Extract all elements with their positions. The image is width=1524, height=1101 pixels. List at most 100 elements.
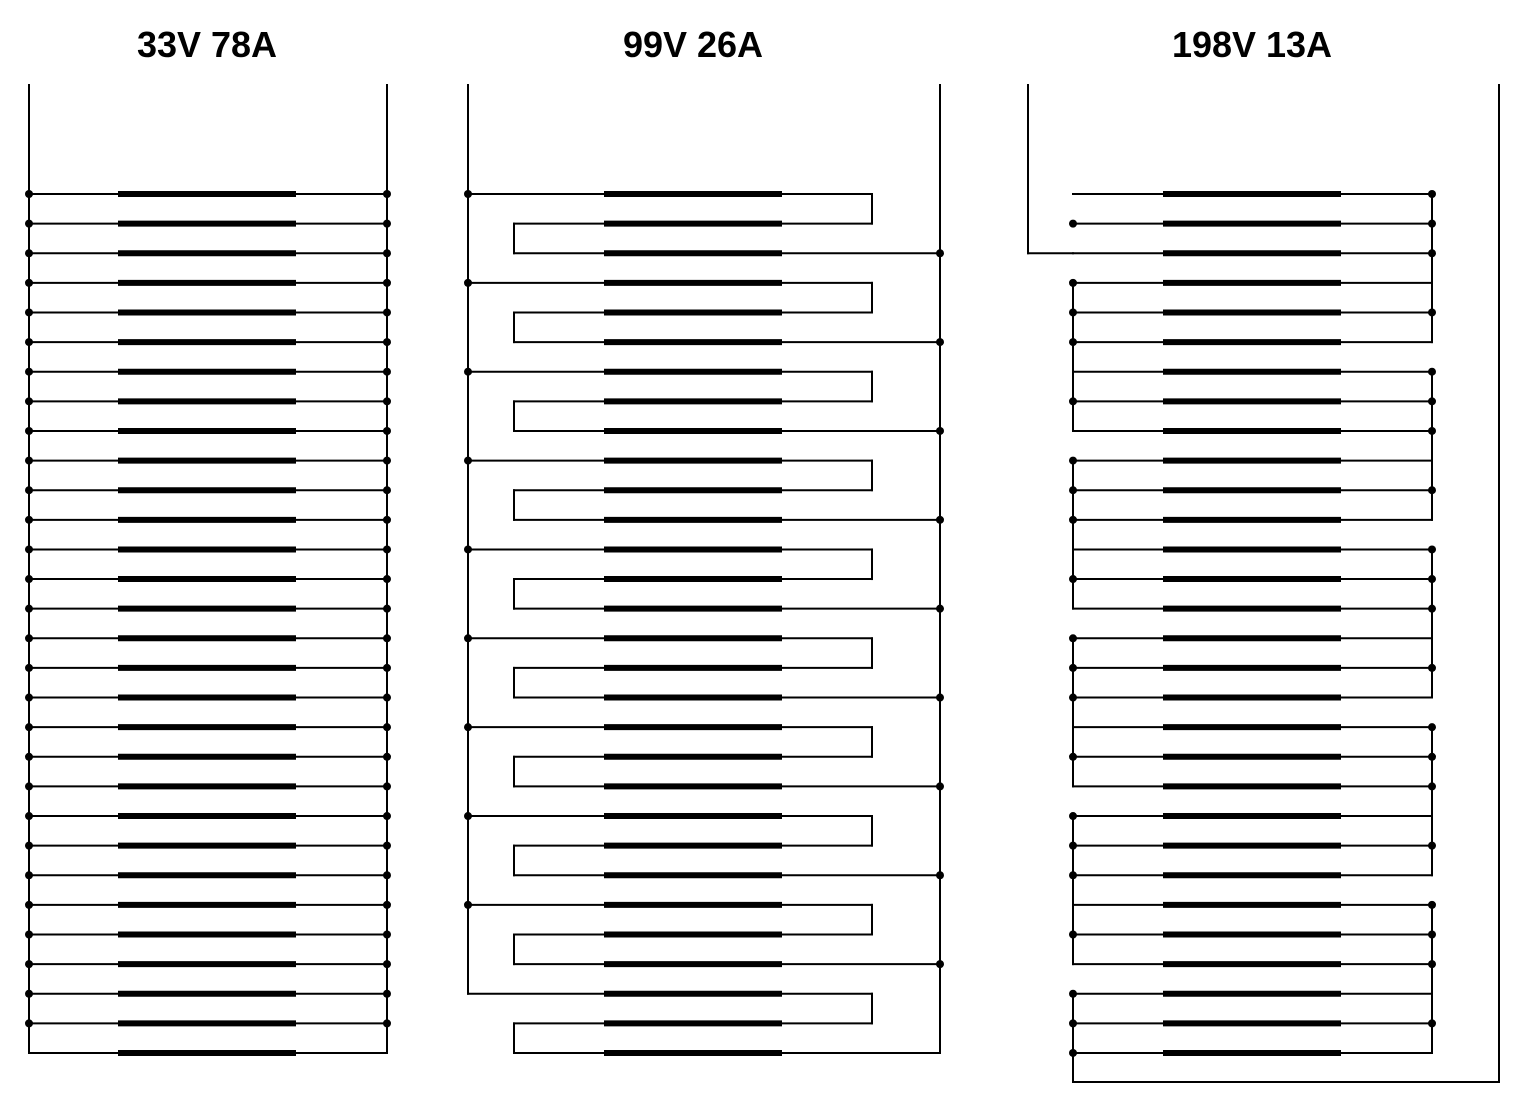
right-node-15 (383, 634, 391, 643)
right-node-7 (383, 397, 391, 406)
block-2-left-node (1069, 397, 1077, 406)
nodes-99v (464, 190, 944, 969)
left-node-5 (25, 338, 33, 347)
left-node-7 (464, 812, 472, 821)
left-node-6 (25, 367, 33, 376)
block-3-bottom-node (1069, 515, 1077, 524)
left-node-1 (25, 219, 33, 228)
block-4-top-node (1428, 545, 1436, 554)
right-node-13 (383, 575, 391, 584)
left-node-6 (464, 723, 472, 732)
config-198v-13a: 198V 13A (1027, 24, 1500, 1083)
right-node-4 (383, 308, 391, 317)
right-node-9 (383, 456, 391, 465)
right-node-0 (383, 190, 391, 198)
left-node-3 (25, 278, 33, 287)
block-9-bottom-node (1069, 1048, 1077, 1057)
block-4-left-node (1069, 575, 1077, 584)
left-node-15 (25, 634, 33, 643)
block-5-top-node (1069, 634, 1077, 643)
config-99v-26a: 99V 26A (464, 24, 944, 1056)
left-node-8 (464, 900, 472, 909)
left-node-16 (25, 663, 33, 672)
left-node-17 (25, 693, 33, 702)
right-node-2 (383, 249, 391, 258)
left-node-14 (25, 604, 33, 613)
nodes-198v (1069, 190, 1436, 1057)
block-6-right-node (1428, 752, 1436, 761)
right-node-22 (383, 841, 391, 850)
right-node-0 (936, 249, 944, 258)
right-node-8 (936, 960, 944, 969)
left-node-0 (464, 190, 472, 198)
config-title-198v: 198V 13A (1172, 24, 1332, 65)
left-node-24 (25, 900, 33, 909)
config-33v-78a: 33V 78A (25, 24, 391, 1056)
block-5-left-node (1069, 663, 1077, 672)
right-node-25 (383, 930, 391, 939)
right-node-7 (936, 871, 944, 880)
right-node-5 (383, 338, 391, 347)
left-node-13 (25, 575, 33, 584)
cells-198v (1163, 191, 1341, 1056)
block-9-left-node (1069, 1019, 1077, 1028)
block-6-top-node (1428, 723, 1436, 732)
right-node-4 (936, 604, 944, 613)
block-0-right-node (1428, 219, 1436, 228)
right-node-19 (383, 752, 391, 761)
right-node-16 (383, 663, 391, 672)
block-1-bottom-node (1069, 338, 1077, 347)
block-0-left-node (1069, 219, 1077, 228)
cells-99v (604, 191, 782, 1056)
right-node-21 (383, 812, 391, 821)
block-1-right-node (1428, 308, 1436, 317)
block-3-top-node (1069, 456, 1077, 465)
left-node-23 (25, 871, 33, 880)
right-node-20 (383, 782, 391, 791)
left-node-21 (25, 812, 33, 821)
block-5-bottom-node (1069, 693, 1077, 702)
block-8-bottom-node (1428, 960, 1436, 969)
left-node-1 (464, 278, 472, 287)
right-node-6 (936, 782, 944, 791)
left-node-28 (25, 1019, 33, 1028)
block-1-top-node (1069, 278, 1077, 287)
right-node-26 (383, 960, 391, 969)
left-node-19 (25, 752, 33, 761)
block-9-top-node (1069, 989, 1077, 998)
block-9-right-node (1428, 1019, 1436, 1028)
left-node-9 (25, 456, 33, 465)
block-1-left-node (1069, 308, 1077, 317)
right-node-12 (383, 545, 391, 554)
block-2-right-node (1428, 397, 1436, 406)
block-2-bottom-node (1428, 426, 1436, 435)
right-node-8 (383, 426, 391, 435)
block-7-right-node (1428, 841, 1436, 850)
left-node-7 (25, 397, 33, 406)
block-8-right-node (1428, 930, 1436, 939)
config-title-33v: 33V 78A (137, 24, 277, 65)
left-node-27 (25, 989, 33, 998)
left-node-20 (25, 782, 33, 791)
left-node-26 (25, 960, 33, 969)
left-node-12 (25, 545, 33, 554)
right-node-6 (383, 367, 391, 376)
block-3-left-node (1069, 486, 1077, 495)
right-node-1 (383, 219, 391, 228)
block-6-left-node (1069, 752, 1077, 761)
left-node-4 (25, 308, 33, 317)
block-7-left-node (1069, 841, 1077, 850)
block-6-bottom-node (1428, 782, 1436, 791)
right-node-14 (383, 604, 391, 613)
right-node-28 (383, 1019, 391, 1028)
left-node-18 (25, 723, 33, 732)
block-0-top-node (1428, 190, 1436, 198)
cells-33v (118, 191, 296, 1056)
block-8-left-node (1069, 930, 1077, 939)
right-node-3 (383, 278, 391, 287)
block-7-top-node (1069, 812, 1077, 821)
right-node-23 (383, 871, 391, 880)
right-node-5 (936, 693, 944, 702)
left-node-25 (25, 930, 33, 939)
